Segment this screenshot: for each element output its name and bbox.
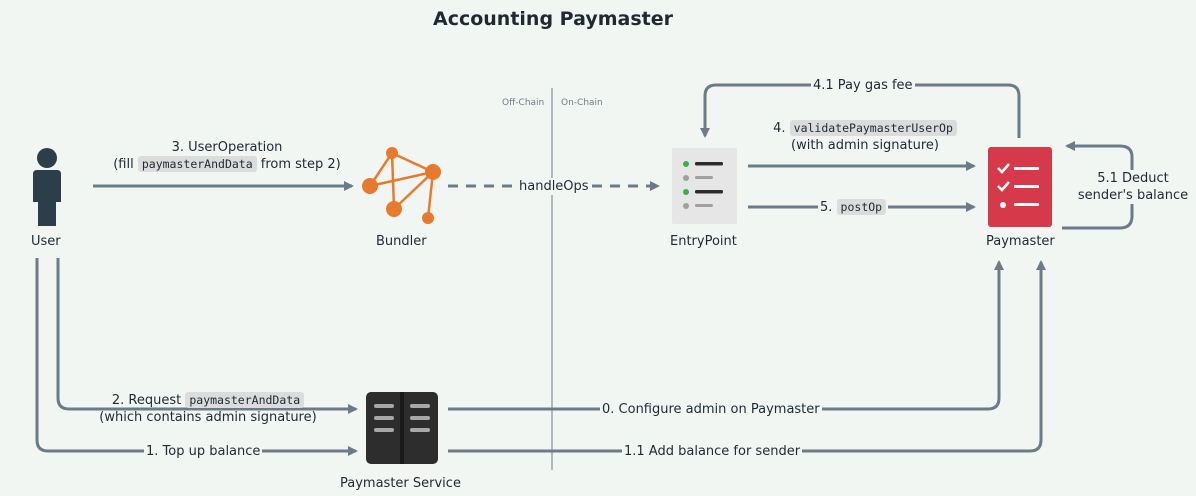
paymaster-label: Paymaster xyxy=(986,234,1055,249)
arrow-top-up xyxy=(35,258,358,456)
step5-num: 5. xyxy=(820,200,837,215)
arrow-add-balance xyxy=(448,260,1046,453)
entrypoint-label: EntryPoint xyxy=(670,234,737,249)
step0-label: 0. Configure admin on Paymaster xyxy=(600,401,822,418)
arrow-configure-admin xyxy=(448,260,1004,411)
step41-label: 4.1 Pay gas fee xyxy=(811,77,915,94)
step3-pre: (fill xyxy=(113,157,138,172)
arrow-request-data xyxy=(56,258,358,414)
user-label: User xyxy=(31,234,61,249)
step4-label: 4. validatePaymasterUserOp (with admin s… xyxy=(740,120,990,154)
paymaster-service-icon xyxy=(366,392,438,464)
step3-title: 3. UserOperation xyxy=(171,140,283,155)
user-icon xyxy=(33,148,61,226)
step11-label: 1.1 Add balance for sender xyxy=(622,443,803,460)
step51-label: 5.1 Deduct sender's balance xyxy=(1070,170,1196,204)
step1-label: 1. Top up balance xyxy=(144,443,263,460)
step2-pre: 2. Request xyxy=(111,393,186,408)
handleops-label: handleOps xyxy=(517,178,591,195)
on-chain-label: On-Chain xyxy=(561,98,603,108)
paymaster-icon xyxy=(988,147,1052,227)
step5-code: postOp xyxy=(836,199,887,215)
step3-code: paymasterAndData xyxy=(137,156,257,172)
step4-num: 4. xyxy=(773,121,790,136)
step4-sub: (with admin signature) xyxy=(791,138,939,153)
paymaster-service-label: Paymaster Service xyxy=(340,476,461,491)
bundler-label: Bundler xyxy=(376,234,427,249)
step2-sub: (which contains admin signature) xyxy=(99,410,317,425)
entrypoint-icon xyxy=(672,148,737,224)
step3-post: from step 2) xyxy=(256,157,341,172)
step51-line2: sender's balance xyxy=(1077,188,1189,203)
step3-label: 3. UserOperation (fill paymasterAndData … xyxy=(102,139,352,173)
diagram-title: Accounting Paymaster xyxy=(433,8,673,30)
step51-line1: 5.1 Deduct xyxy=(1097,171,1169,186)
off-chain-label: Off-Chain xyxy=(502,98,545,108)
bundler-icon xyxy=(362,147,441,224)
step2-label: 2. Request paymasterAndData (which conta… xyxy=(86,392,330,426)
step4-code: validatePaymasterUserOp xyxy=(789,120,957,136)
step2-code: paymasterAndData xyxy=(185,392,305,408)
step5-label: 5. postOp xyxy=(818,199,889,216)
